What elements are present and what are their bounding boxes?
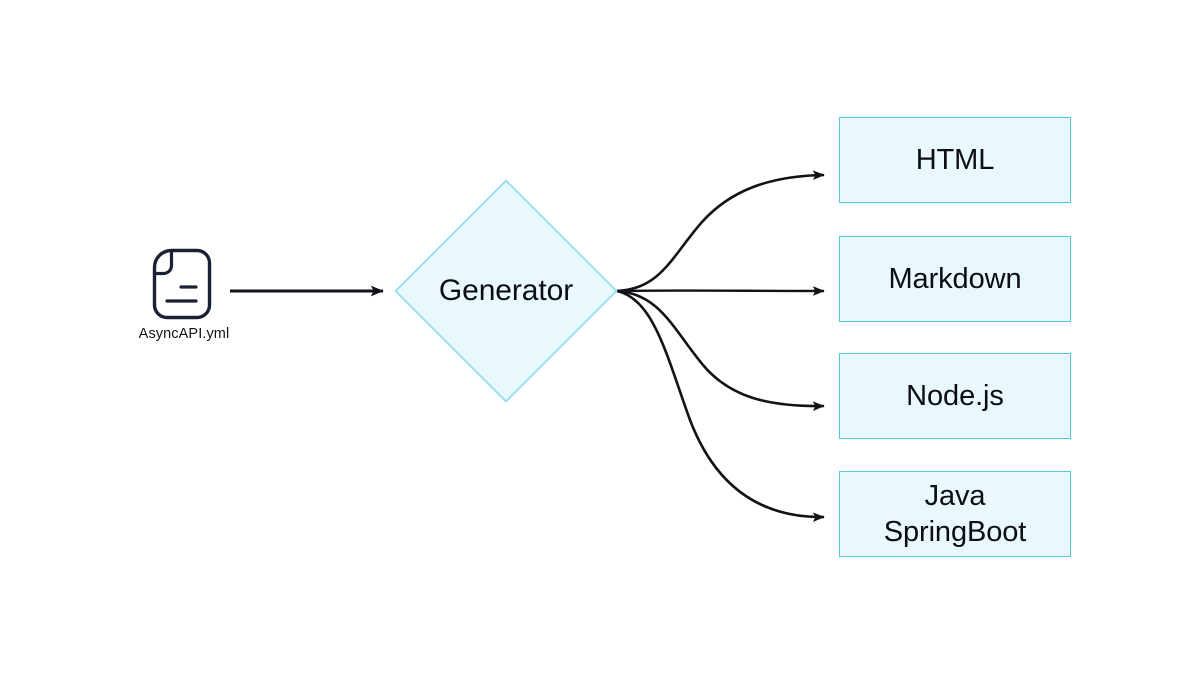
output-box-java-springboot[interactable]: Java SpringBoot xyxy=(839,471,1071,557)
output-label-html-line-0: HTML xyxy=(915,144,995,176)
edge-generator-to-nodejs xyxy=(616,289,825,411)
output-box-nodejs[interactable]: Node.js xyxy=(839,353,1071,439)
output-label-markdown-line-0: Markdown xyxy=(888,263,1022,295)
edge-generator-to-java-springboot xyxy=(616,289,825,522)
output-box-markdown[interactable]: Markdown xyxy=(839,236,1071,322)
diamond-shape xyxy=(394,179,618,403)
output-label-nodejs-line-0: Node.js xyxy=(906,380,1004,412)
output-label-java-springboot-line-0: Java xyxy=(924,480,986,512)
output-label-java-springboot-line-1: SpringBoot xyxy=(883,516,1027,548)
output-box-html[interactable]: HTML xyxy=(839,117,1071,203)
source-file-label: AsyncAPI.yml xyxy=(138,326,230,342)
generator-label: Generator xyxy=(438,274,574,307)
generator-node[interactable]: Generator xyxy=(394,179,618,403)
edge-generator-to-html xyxy=(616,170,825,293)
source-file-node[interactable]: AsyncAPI.yml xyxy=(128,248,240,358)
document-file-icon xyxy=(152,248,212,320)
